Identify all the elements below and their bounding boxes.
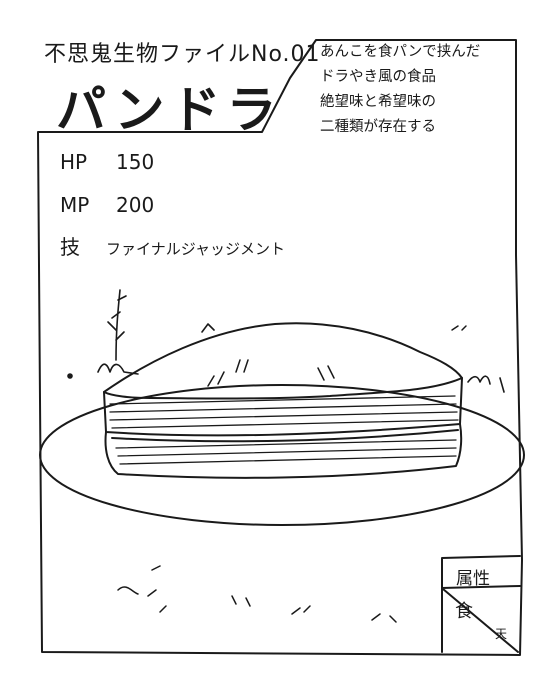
creature-name: パンドラ bbox=[56, 81, 283, 139]
grass-sprig bbox=[107, 289, 127, 361]
sandwich-upper-slice bbox=[103, 377, 463, 437]
stat-mp-value: 200 bbox=[116, 193, 155, 217]
sandwich-filling bbox=[111, 429, 459, 443]
sandwich-lower-slice bbox=[104, 423, 463, 479]
stat-skill: 技 ファイナルジャッジメント bbox=[60, 231, 285, 260]
attribute-box bbox=[441, 555, 521, 653]
plate bbox=[39, 384, 525, 526]
stat-mp-key: MP bbox=[60, 193, 90, 217]
stat-skill-key: 技 bbox=[60, 235, 80, 259]
attribute-header: 属性 bbox=[456, 569, 490, 589]
description-line: あんこを食パンで挟んだ bbox=[320, 44, 481, 60]
creature-description: あんこを食パンで挟んだ ドラやき風の食品 絶望味と希望味の 二種類が存在する bbox=[320, 40, 480, 140]
sandwich-top bbox=[103, 322, 463, 400]
stat-hp-value: 150 bbox=[116, 150, 155, 174]
stat-hp-key: HP bbox=[60, 150, 88, 174]
file-number-label: 不思鬼生物ファイルNo.01 bbox=[44, 42, 321, 67]
description-line: ドラやき風の食品 bbox=[320, 69, 436, 85]
card-frame bbox=[37, 39, 523, 656]
attribute-secondary: 天 bbox=[495, 627, 508, 641]
stat-skill-value: ファイナルジャッジメント bbox=[106, 240, 285, 258]
description-line: 絶望味と希望味の bbox=[320, 94, 436, 110]
sandwich-hatching bbox=[109, 395, 459, 465]
stat-mp: MP 200 bbox=[60, 193, 154, 217]
attribute-primary: 食 bbox=[455, 601, 473, 622]
description-line: 二種類が存在する bbox=[320, 119, 436, 135]
stat-hp: HP 150 bbox=[60, 150, 154, 174]
